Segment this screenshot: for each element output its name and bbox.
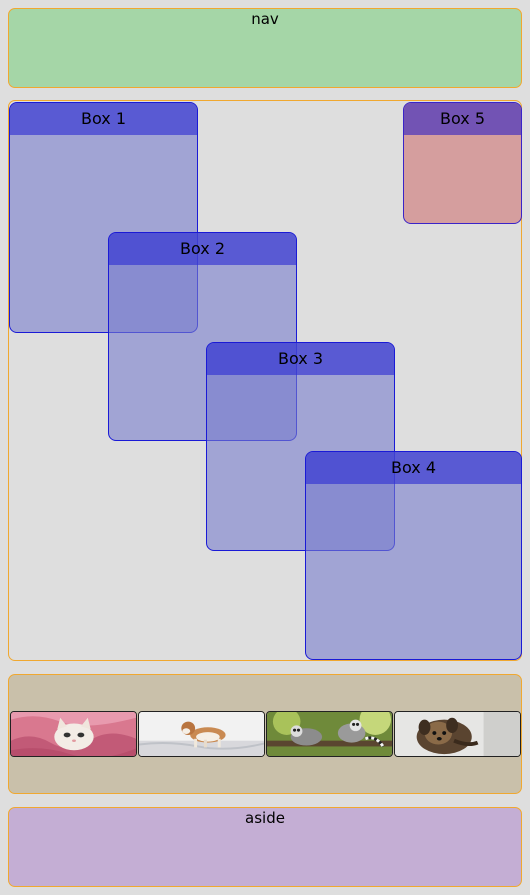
box-2-header[interactable]: Box 2 bbox=[109, 233, 296, 265]
box-4-header[interactable]: Box 4 bbox=[306, 452, 521, 484]
box-1[interactable]: Box 1 bbox=[9, 102, 198, 333]
puppy-image[interactable] bbox=[138, 711, 265, 757]
aside-panel: aside bbox=[8, 807, 522, 887]
aside-label: aside bbox=[245, 809, 285, 827]
box-5-header[interactable]: Box 5 bbox=[404, 103, 521, 135]
nav-label: nav bbox=[251, 10, 279, 28]
box-4[interactable]: Box 4 bbox=[305, 451, 522, 660]
terrier-image[interactable] bbox=[394, 711, 521, 757]
lemurs-image[interactable] bbox=[266, 711, 393, 757]
kitten-image[interactable] bbox=[10, 711, 137, 757]
box-5[interactable]: Box 5 bbox=[403, 102, 522, 224]
thumbnail-strip bbox=[9, 711, 523, 759]
box-3-header[interactable]: Box 3 bbox=[207, 343, 394, 375]
box-1-header[interactable]: Box 1 bbox=[10, 103, 197, 135]
nav-panel: nav bbox=[8, 8, 522, 88]
gallery-panel bbox=[8, 674, 522, 794]
box-3[interactable]: Box 3 bbox=[206, 342, 395, 551]
main-panel: Box 1 Box 2 Box 3 Box 4 Box 5 bbox=[8, 100, 522, 661]
